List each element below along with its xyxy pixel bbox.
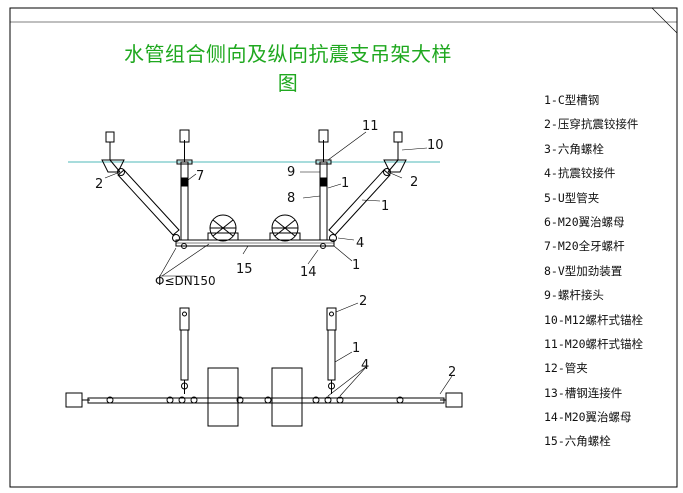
pipe-left <box>207 214 239 242</box>
legend-item: 10-M12螺杆式锚栓 <box>544 312 644 327</box>
callout-4-bottom: 4 <box>361 358 369 373</box>
callout-11: 11 <box>362 119 379 134</box>
legend-item: 3-六角螺栓 <box>544 141 604 156</box>
callout-1-b: 1 <box>381 199 389 214</box>
callout-14: 14 <box>300 265 317 280</box>
parts-legend: 1-C型槽钢 2-压穿抗震铰接件 3-六角螺栓 4-抗震铰接件 5-U型管夹 6… <box>544 88 674 454</box>
callout-7: 7 <box>196 169 204 184</box>
bottom-left-hanger <box>180 329 189 381</box>
legend-item: 1-C型槽钢 <box>544 93 600 107</box>
lateral-brace-view <box>101 129 407 249</box>
callout-1-a: 1 <box>341 176 349 191</box>
legend-item: 12-管夹 <box>544 361 588 376</box>
leaders-bottom <box>327 302 453 397</box>
pipe-section-left <box>207 367 239 427</box>
legend-item: 6-M20翼治螺母 <box>544 214 625 229</box>
legend-item: 13-槽钢连接件 <box>544 385 623 400</box>
callout-1-c: 1 <box>352 258 360 273</box>
callout-4: 4 <box>356 236 364 251</box>
callout-8: 8 <box>287 191 295 206</box>
legend-item: 5-U型管夹 <box>544 190 600 205</box>
callouts-bottom: 2 1 4 2 <box>352 294 456 380</box>
drawing-title: 水管组合侧向及纵向抗震支吊架大样图 <box>124 42 452 95</box>
longitudinal-brace-view <box>65 307 463 427</box>
frame-corner-mark <box>651 7 678 34</box>
callouts-top: 11 10 9 7 2 2 8 1 1 4 15 14 1 Φ≤DN150 <box>95 119 444 288</box>
legend-item: 14-M20翼治螺母 <box>544 410 632 425</box>
pipe-right <box>269 214 301 242</box>
callout-15: 15 <box>236 262 253 277</box>
left-hanger-rod <box>180 161 189 241</box>
callout-2-bottom-left: 2 <box>359 294 367 309</box>
outer-frame <box>9 7 678 488</box>
callout-10: 10 <box>427 138 444 153</box>
legend-item: 7-M20全牙螺杆 <box>544 239 625 254</box>
callout-2-left: 2 <box>95 177 103 192</box>
callout-2-right: 2 <box>410 175 418 190</box>
callout-1-bottom: 1 <box>352 341 360 356</box>
legend-item: 4-抗震铰接件 <box>544 166 616 181</box>
pipe-size-note: Φ≤DN150 <box>155 274 216 288</box>
callout-2-bottom-right: 2 <box>448 365 456 380</box>
legend-item: 2-压穿抗震铰接件 <box>544 117 639 132</box>
legend-item: 11-M20螺杆式锚栓 <box>544 336 644 351</box>
legend-item: 15-六角螺栓 <box>544 434 611 449</box>
right-diagonal-brace <box>328 169 391 236</box>
leaders-top <box>104 131 428 277</box>
right-hanger-rod <box>319 161 328 241</box>
legend-item: 9-螺杆接头 <box>544 288 604 303</box>
callout-9: 9 <box>287 165 295 180</box>
pipe-section-right <box>271 367 303 427</box>
legend-item: 8-V型加劲装置 <box>544 263 623 278</box>
bottom-right-hanger <box>327 329 336 381</box>
left-diagonal-brace <box>117 169 180 236</box>
